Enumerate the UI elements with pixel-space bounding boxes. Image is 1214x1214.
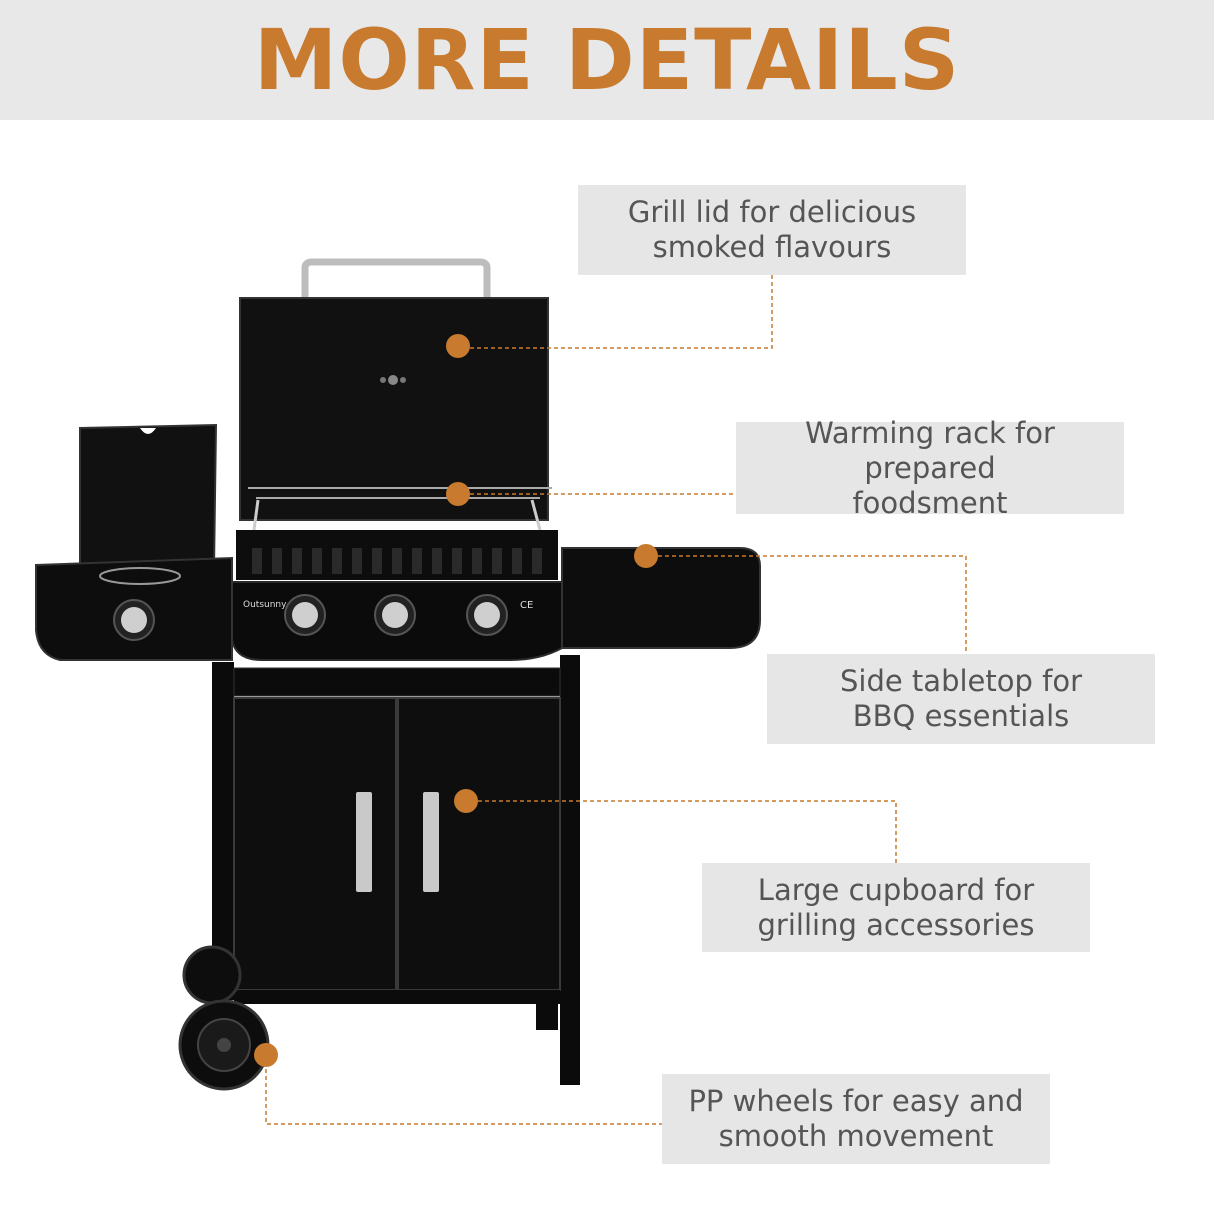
- side-burner-lid: [79, 423, 218, 572]
- cart-top-rail: [233, 667, 561, 697]
- callout-wheels: PP wheels for easy and smooth movement: [662, 1074, 1050, 1164]
- cart-leg: [560, 655, 580, 1085]
- callout-cupboard: Large cupboard for grilling accessories: [702, 863, 1090, 952]
- door-handle: [356, 792, 372, 892]
- page-title: MORE DETAILS: [253, 11, 961, 109]
- ce-mark: CE: [520, 600, 533, 611]
- callout-line: smooth movement: [718, 1119, 994, 1153]
- control-knob: [113, 599, 155, 641]
- marker-dot: [446, 334, 470, 358]
- marker-dot: [454, 789, 478, 813]
- callout-line: grilling accessories: [757, 907, 1035, 942]
- warming-rack: [248, 487, 552, 531]
- callout-grill-lid: Grill lid for delicious smoked flavours: [578, 185, 966, 275]
- leader-lines: [265, 275, 967, 1125]
- brand-label: Outsunny: [243, 600, 287, 610]
- wheel: [182, 945, 242, 1005]
- door-handle: [423, 792, 439, 892]
- cart-leg: [212, 662, 234, 1000]
- cupboard-door-right: [397, 697, 561, 991]
- control-knob: [466, 594, 508, 636]
- callout-line: PP wheels for easy and: [688, 1084, 1024, 1118]
- callout-line: BBQ essentials: [852, 699, 1070, 733]
- header-banner: MORE DETAILS: [0, 0, 1214, 120]
- control-knob: [374, 594, 416, 636]
- grill-lid: [239, 297, 549, 521]
- callout-line: Grill lid for delicious: [627, 195, 917, 229]
- callout-line: Large cupboard for: [757, 872, 1035, 907]
- marker-dot: [254, 1043, 278, 1067]
- callout-line: foodsment: [852, 485, 1008, 520]
- control-knob: [284, 594, 326, 636]
- lid-handle: [301, 258, 491, 298]
- callout-line: Warming rack for prepared: [805, 415, 1055, 485]
- callout-warming-rack: Warming rack for prepared foodsment: [736, 416, 1124, 520]
- marker-dot: [634, 544, 658, 568]
- callout-side-tabletop: Side tabletop for BBQ essentials: [767, 654, 1155, 744]
- callout-line: Side tabletop for: [840, 664, 1082, 698]
- side-tabletop: [561, 547, 761, 649]
- marker-dot: [446, 482, 470, 506]
- wheel: [178, 999, 270, 1091]
- callout-line: smoked flavours: [652, 230, 892, 264]
